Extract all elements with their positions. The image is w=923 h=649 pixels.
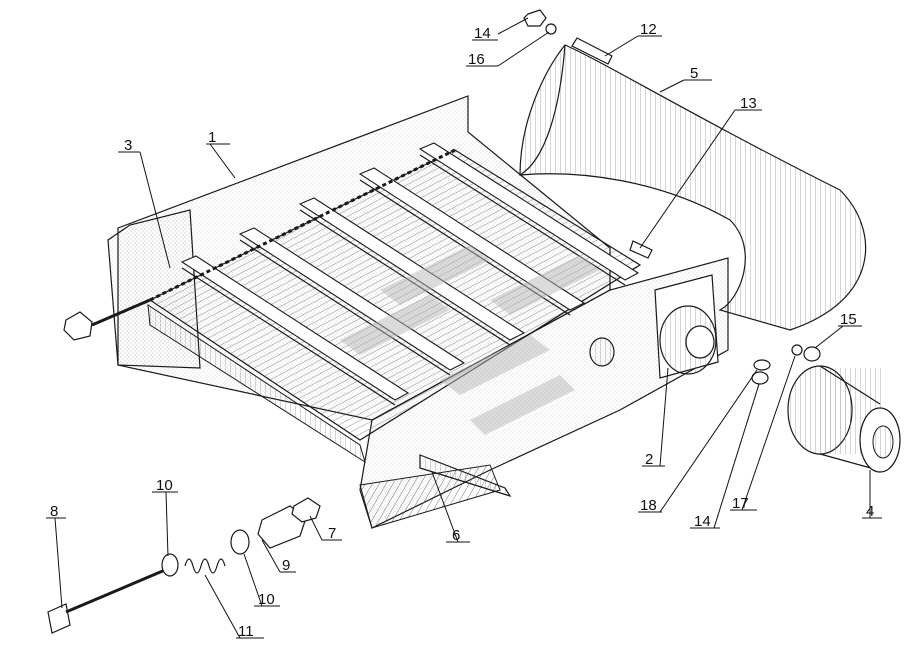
callout-14-bottom: 14 — [694, 513, 711, 530]
sprocket-hub — [787, 365, 901, 473]
leader-lines — [46, 17, 882, 639]
callout-11: 11 — [238, 623, 254, 640]
callout-12: 12 — [640, 21, 657, 38]
callout-17: 17 — [732, 495, 749, 512]
callout-3: 3 — [124, 137, 132, 154]
callout-16: 16 — [468, 51, 485, 68]
callout-8: 8 — [50, 503, 58, 520]
callout-15: 15 — [840, 311, 857, 328]
watermark-logo — [340, 245, 600, 435]
hardware — [47, 9, 821, 634]
callout-5: 5 — [690, 65, 698, 82]
callout-9: 9 — [282, 557, 290, 574]
callout-10-top: 10 — [156, 477, 173, 494]
callout-2: 2 — [645, 451, 653, 468]
callout-labels: 14 16 12 5 13 1 3 2 4 15 18 14 17 6 7 8 … — [50, 21, 874, 640]
callout-6: 6 — [452, 527, 460, 544]
curved-cover — [519, 44, 867, 331]
callout-10-bottom: 10 — [258, 591, 275, 608]
bearing-housing — [654, 274, 719, 379]
callout-1: 1 — [208, 129, 216, 146]
callout-14-top: 14 — [474, 25, 491, 42]
callout-7: 7 — [328, 525, 336, 542]
callout-18: 18 — [640, 497, 657, 514]
callout-4: 4 — [866, 503, 874, 520]
callout-13: 13 — [740, 95, 757, 112]
